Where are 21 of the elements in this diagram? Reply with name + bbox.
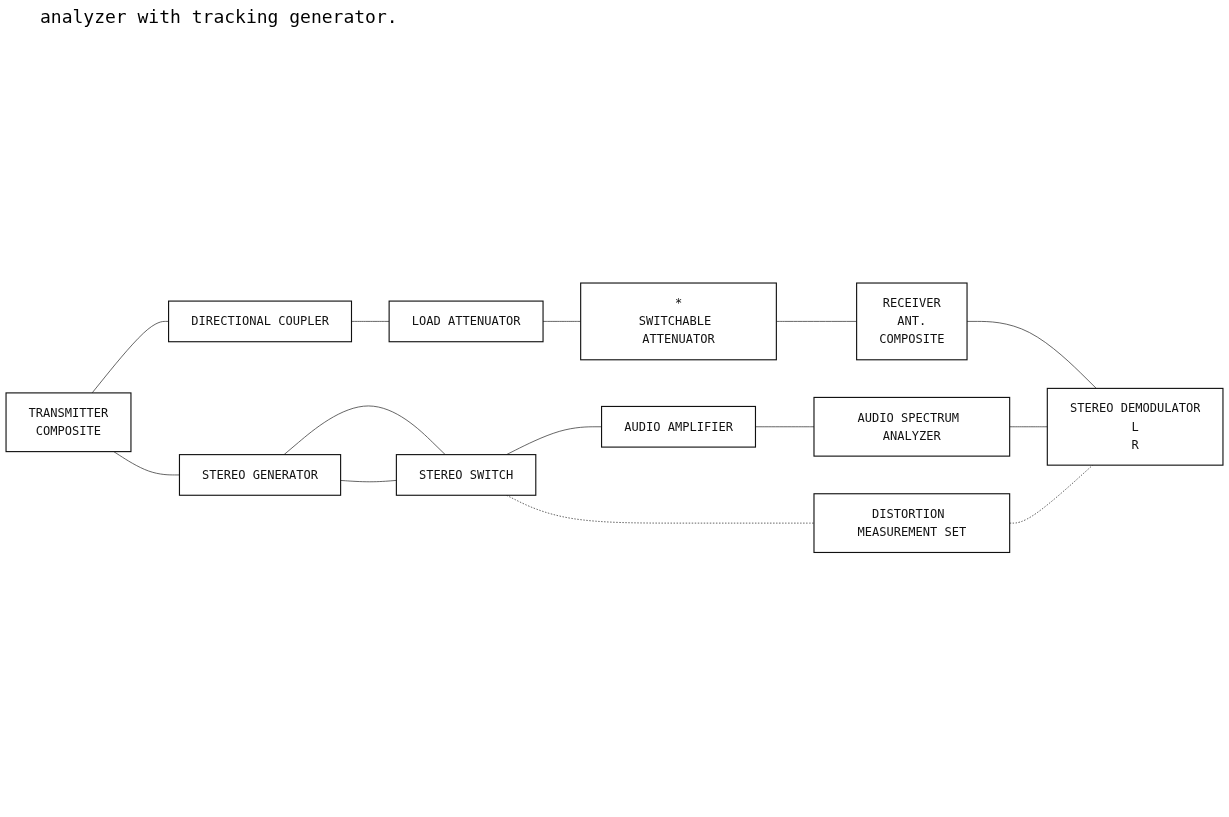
node-box: DISTORTION MEASUREMENT SET: [813, 493, 1011, 554]
note-text: analyzer with tracking generator.: [40, 6, 399, 27]
connector: [1009, 465, 1093, 524]
connector: [351, 321, 390, 323]
connector: [1009, 426, 1048, 428]
node-box: AUDIO AMPLIFIER: [601, 406, 757, 448]
connector: [91, 321, 169, 394]
node-box: DIRECTIONAL COUPLER: [168, 300, 353, 343]
connector: [113, 451, 180, 476]
connector: [340, 480, 397, 483]
node-box: * SWITCHABLE ATTENUATOR: [580, 282, 777, 361]
connector: [776, 321, 857, 323]
node-box: RECEIVER ANT. COMPOSITE: [856, 282, 968, 361]
node-box: STEREO GENERATOR: [178, 454, 342, 497]
node-box: AUDIO SPECTRUM ANALYZER: [813, 397, 1011, 457]
connector: [283, 405, 446, 456]
node-box: LOAD ATTENUATOR: [388, 300, 544, 343]
node-box: STEREO SWITCH: [395, 454, 537, 497]
connector: [506, 426, 602, 456]
node-box: TRANSMITTER COMPOSITE: [5, 392, 132, 453]
node-box: STEREO DEMODULATOR L R: [1046, 388, 1224, 466]
